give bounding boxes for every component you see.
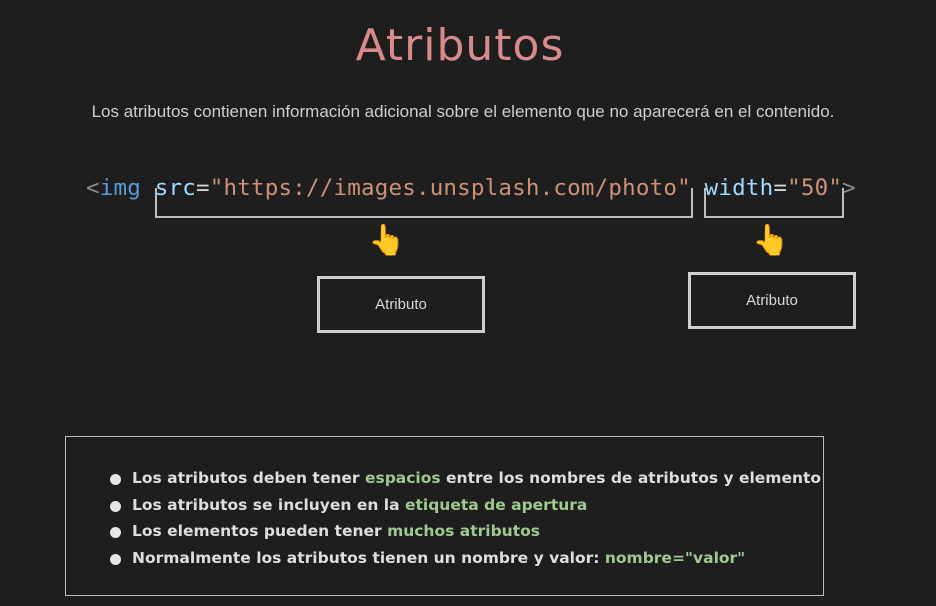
attribute-label: Atributo xyxy=(375,296,427,313)
rule-highlight: espacios xyxy=(364,469,441,487)
rule-highlight: muchos atributos xyxy=(387,522,540,540)
bullet-icon xyxy=(110,553,121,565)
rule-item: Los elementos pueden tener muchos atribu… xyxy=(110,522,823,549)
attribute-label: Atributo xyxy=(746,292,798,309)
code-close-bracket: > xyxy=(842,175,856,201)
attribute-label-box: Atributo xyxy=(688,272,856,329)
code-equals: = xyxy=(196,175,210,201)
code-open-bracket: < xyxy=(86,175,100,201)
attribute-label-box: Atributo xyxy=(317,276,485,333)
rule-highlight: nombre="valor" xyxy=(604,548,746,567)
rule-item: Los atributos se incluyen en la etiqueta… xyxy=(110,496,823,523)
code-attr-src: src xyxy=(154,175,196,201)
rules-box: Los atributos deben tener espacios entre… xyxy=(65,436,824,596)
rule-text: entre los nombres de atributos y element… xyxy=(440,469,822,487)
code-value-src: "https://images.unsplash.com/photo" xyxy=(209,175,691,201)
rule-text: Los atributos deben tener xyxy=(132,469,365,487)
bullet-icon xyxy=(110,527,121,538)
bracket-src-attribute xyxy=(155,188,693,218)
code-space xyxy=(141,175,155,201)
code-tag-name: img xyxy=(99,175,141,201)
rule-highlight: etiqueta de apertura xyxy=(404,495,588,514)
rule-text: Los atributos se incluyen en la xyxy=(132,495,405,514)
bullet-icon xyxy=(110,474,121,485)
code-value-width: "50" xyxy=(787,175,843,201)
page-subtitle: Los atributos contienen información adic… xyxy=(91,102,835,121)
bullet-icon xyxy=(110,500,121,512)
pointing-hand-icon: 👆 xyxy=(752,223,790,258)
rule-text: Normalmente los atributos tienen un nomb… xyxy=(132,548,605,567)
rule-item: Los atributos deben tener espacios entre… xyxy=(110,469,823,496)
code-attr-width: width xyxy=(704,175,774,201)
page-title: Atributos xyxy=(355,20,565,71)
code-example: <img src="https://images.unsplash.com/ph… xyxy=(86,175,856,201)
code-equals: = xyxy=(773,175,788,201)
rule-text: Los elementos pueden tener xyxy=(132,522,388,540)
pointing-hand-icon: 👆 xyxy=(368,223,406,258)
bracket-width-attribute xyxy=(704,188,844,218)
rule-item: Normalmente los atributos tienen un nomb… xyxy=(110,549,823,576)
